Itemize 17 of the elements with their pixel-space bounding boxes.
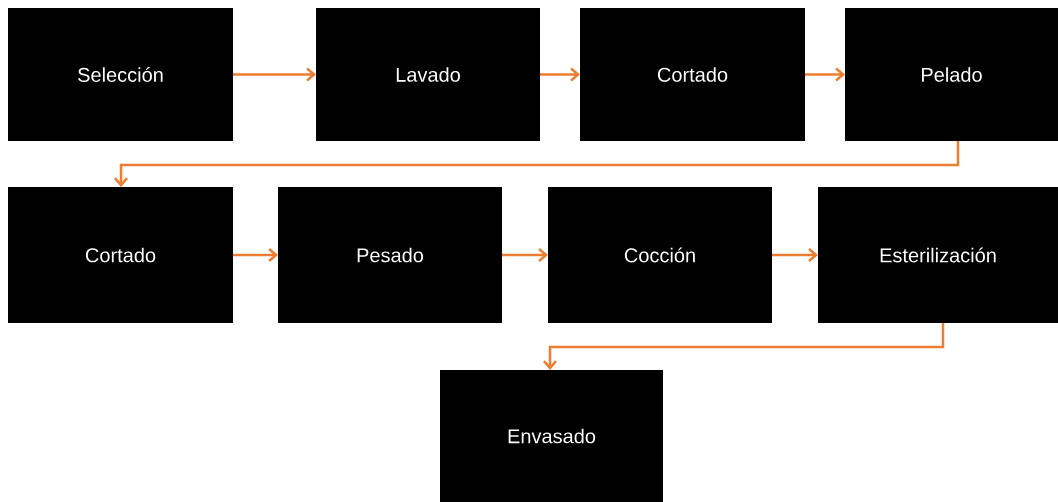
process-box: Selección — [8, 8, 233, 141]
arrow — [772, 248, 818, 262]
process-box: Lavado — [316, 8, 540, 141]
arrow — [233, 67, 316, 82]
arrow — [543, 323, 945, 370]
process-box: Cortado — [8, 187, 233, 323]
process-box: Pelado — [845, 8, 1058, 141]
process-box: Cocción — [548, 187, 772, 323]
arrow — [502, 248, 548, 262]
process-box: Envasado — [440, 370, 663, 502]
arrow — [540, 67, 580, 82]
process-box: Pesado — [278, 187, 502, 323]
arrow — [805, 67, 845, 82]
arrow — [114, 141, 960, 187]
arrow — [233, 248, 278, 262]
process-box: Cortado — [580, 8, 805, 141]
process-box: Esterilización — [818, 187, 1058, 323]
